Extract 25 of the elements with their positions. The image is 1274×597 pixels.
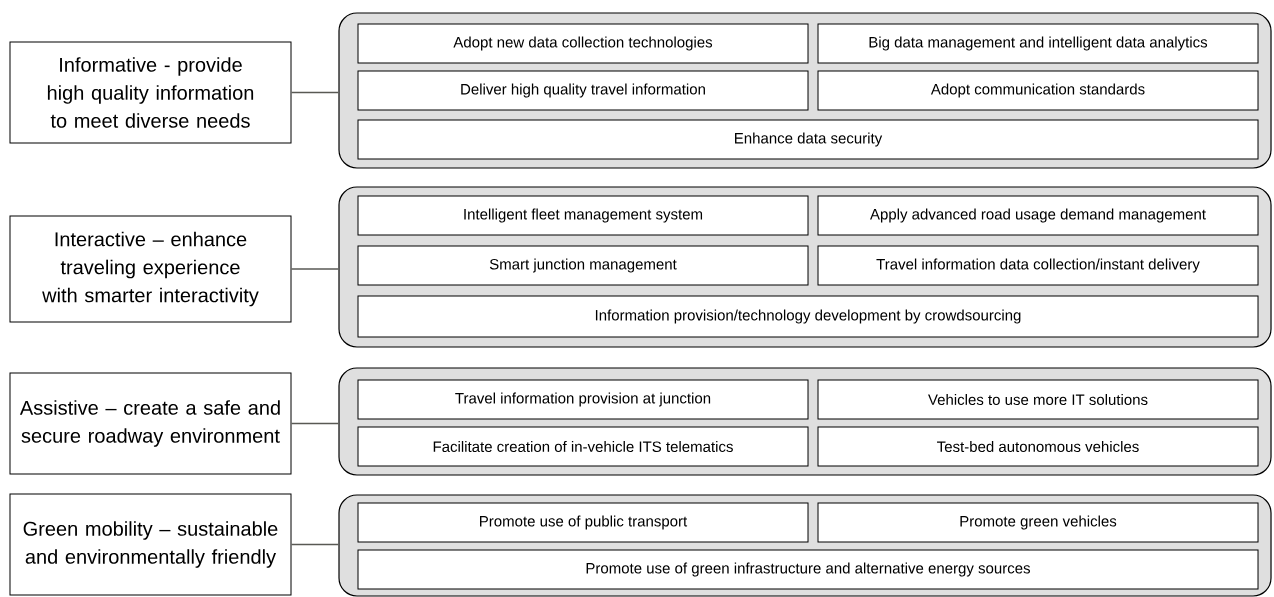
connector-line xyxy=(290,91,340,94)
item-box: Intelligent fleet management system xyxy=(357,195,809,236)
connector-line xyxy=(290,543,340,546)
category-box: Interactive – enhance traveling experience with smarter interactivity xyxy=(9,215,292,323)
item-box: Smart junction management xyxy=(357,245,809,286)
category-box: Green mobility – sustainable and environmentally friendly xyxy=(9,493,292,596)
connector-line xyxy=(290,422,340,425)
item-box: Information provision/technology development by crowdsourcing xyxy=(357,295,1259,338)
item-box: Deliver high quality travel information xyxy=(357,70,809,111)
item-box: Big data management and intelligent data analytics xyxy=(817,23,1259,64)
item-box: Travel information provision at junction xyxy=(357,379,809,420)
item-box: Enhance data security xyxy=(357,119,1259,160)
connector-line xyxy=(290,268,340,270)
item-box: Adopt new data collection technologies xyxy=(357,23,809,64)
item-box: Travel information data collection/instant delivery xyxy=(817,245,1259,286)
category-box: Informative - provide high quality information to meet diverse needs xyxy=(9,41,292,144)
item-box: Vehicles to use more IT solutions xyxy=(817,379,1259,420)
category-box: Assistive – create a safe and secure roadway environment xyxy=(9,372,292,475)
item-box: Facilitate creation of in-vehicle ITS telematics xyxy=(357,426,809,467)
item-box: Apply advanced road usage demand management xyxy=(817,195,1259,236)
item-box: Test-bed autonomous vehicles xyxy=(817,426,1259,467)
item-box: Promote use of public transport xyxy=(357,502,809,543)
item-box: Adopt communication standards xyxy=(817,70,1259,111)
item-box: Promote green vehicles xyxy=(817,502,1259,543)
item-box: Promote use of green infrastructure and alternative energy sources xyxy=(357,549,1259,590)
